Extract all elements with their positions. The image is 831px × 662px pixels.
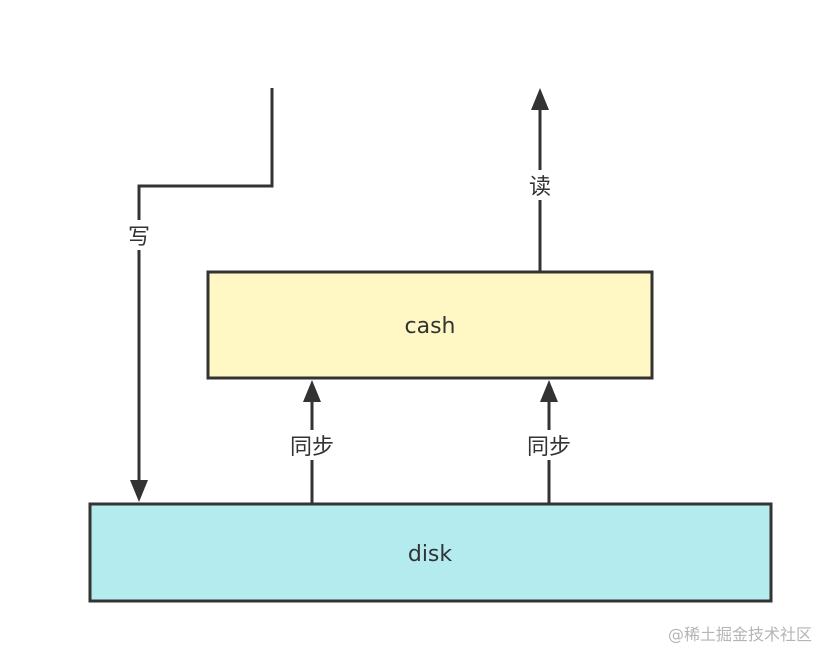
sync-left-label-bg [286,430,338,460]
write-path [137,88,274,480]
read-arrowhead [531,88,549,110]
cash-label: cash [405,314,456,339]
disk-box [88,502,773,603]
sync-right-label: 同步 [527,435,571,460]
disk-node: disk [88,502,773,603]
read-label: 读 [529,175,551,200]
write-label-bg [124,220,154,250]
sync-left-connector: 同步 [286,380,338,504]
sync-right-connector: 同步 [523,380,575,504]
sync-right-label-bg [523,430,575,460]
disk-label: disk [408,542,453,567]
read-label-bg [525,170,555,200]
read-connector: 读 [525,88,555,272]
cash-node: cash [206,270,654,380]
sync-right-arrowhead [540,380,558,402]
cash-box [206,270,654,380]
watermark-text: @稀土掘金技术社区 [668,625,812,644]
sync-left-arrowhead [303,380,321,402]
sync-left-label: 同步 [290,435,334,460]
write-connector: 写 [124,88,274,502]
write-arrowhead [130,480,148,502]
write-label: 写 [128,225,150,250]
